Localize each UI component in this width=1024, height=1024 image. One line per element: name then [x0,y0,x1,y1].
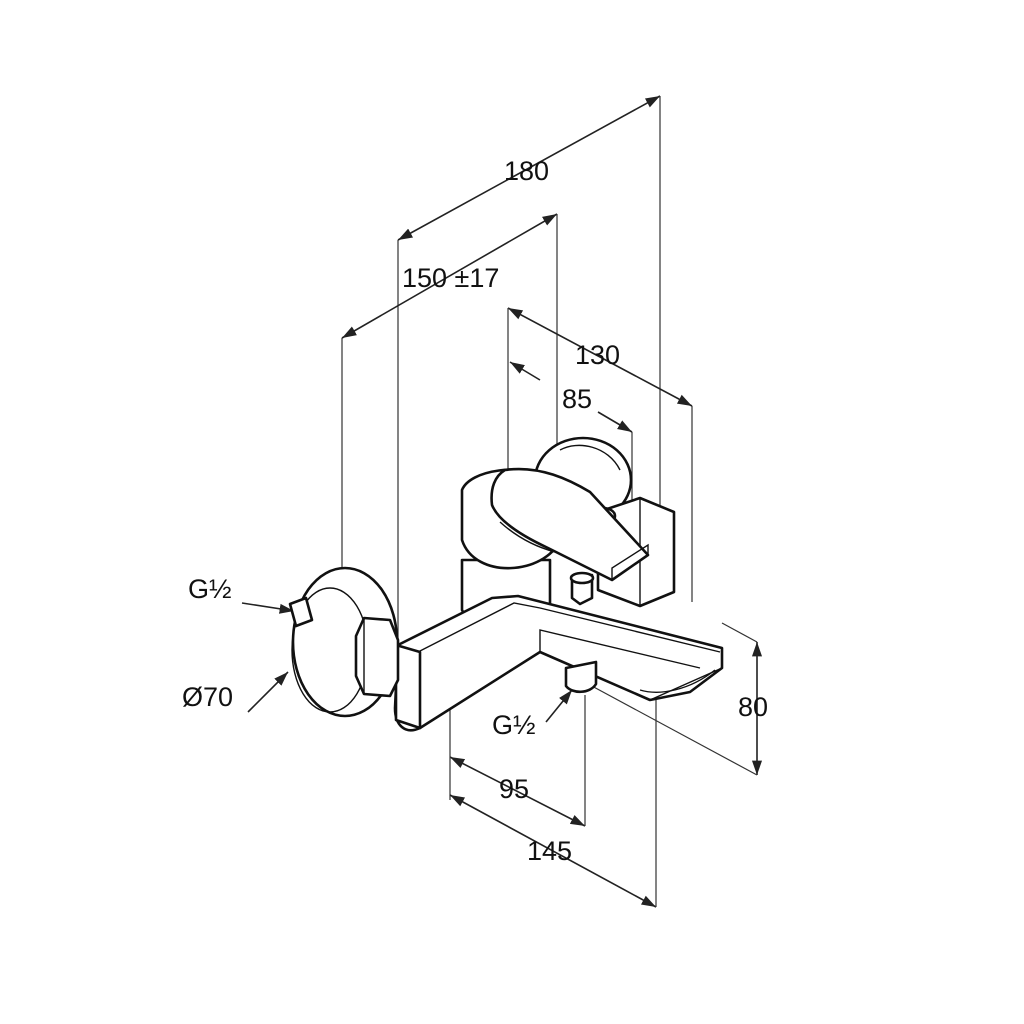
spout-side-edge [539,629,701,669]
outlet-connection [564,660,598,694]
label-rosette-diameter: Ø70 [182,682,233,712]
dim-line-150 [341,213,558,339]
dimension-lines [241,95,763,908]
dim-line-130 [507,307,693,407]
label-130: 130 [575,340,620,370]
ext-line-80-top [721,622,758,643]
label-thread-outlet: G½ [492,710,536,740]
inlet-thread [288,596,314,628]
dim-line-145 [449,794,657,908]
label-80: 80 [738,692,768,722]
left-nut [354,616,400,698]
ext-line-80-bottom [589,684,758,776]
label-95: 95 [499,774,529,804]
label-150: 150 ±17 [402,263,499,293]
dim-line-85-right [597,411,633,433]
leader-thread-inlet [241,602,295,614]
left-block-face [394,643,422,730]
leader-rosette [247,671,289,713]
label-145: 145 [527,836,572,866]
spout-top-edge [417,602,721,653]
label-85: 85 [562,384,592,414]
leader-thread-outlet [545,689,573,723]
diverter-cap [569,571,595,585]
spout-aerator [639,669,716,693]
label-thread-inlet: G½ [188,574,232,604]
lever-handle [490,467,650,582]
dim-line-85-left [509,361,541,381]
lever-tip [611,543,649,580]
spout-body [393,594,724,732]
lever-underside [499,521,556,553]
rear-rosette-inner [559,444,621,471]
faucet-body [288,436,724,732]
dimension-labels: 180 150 ±17 130 85 80 95 145 G½ Ø70 G½ [182,156,768,866]
label-180: 180 [504,156,549,186]
